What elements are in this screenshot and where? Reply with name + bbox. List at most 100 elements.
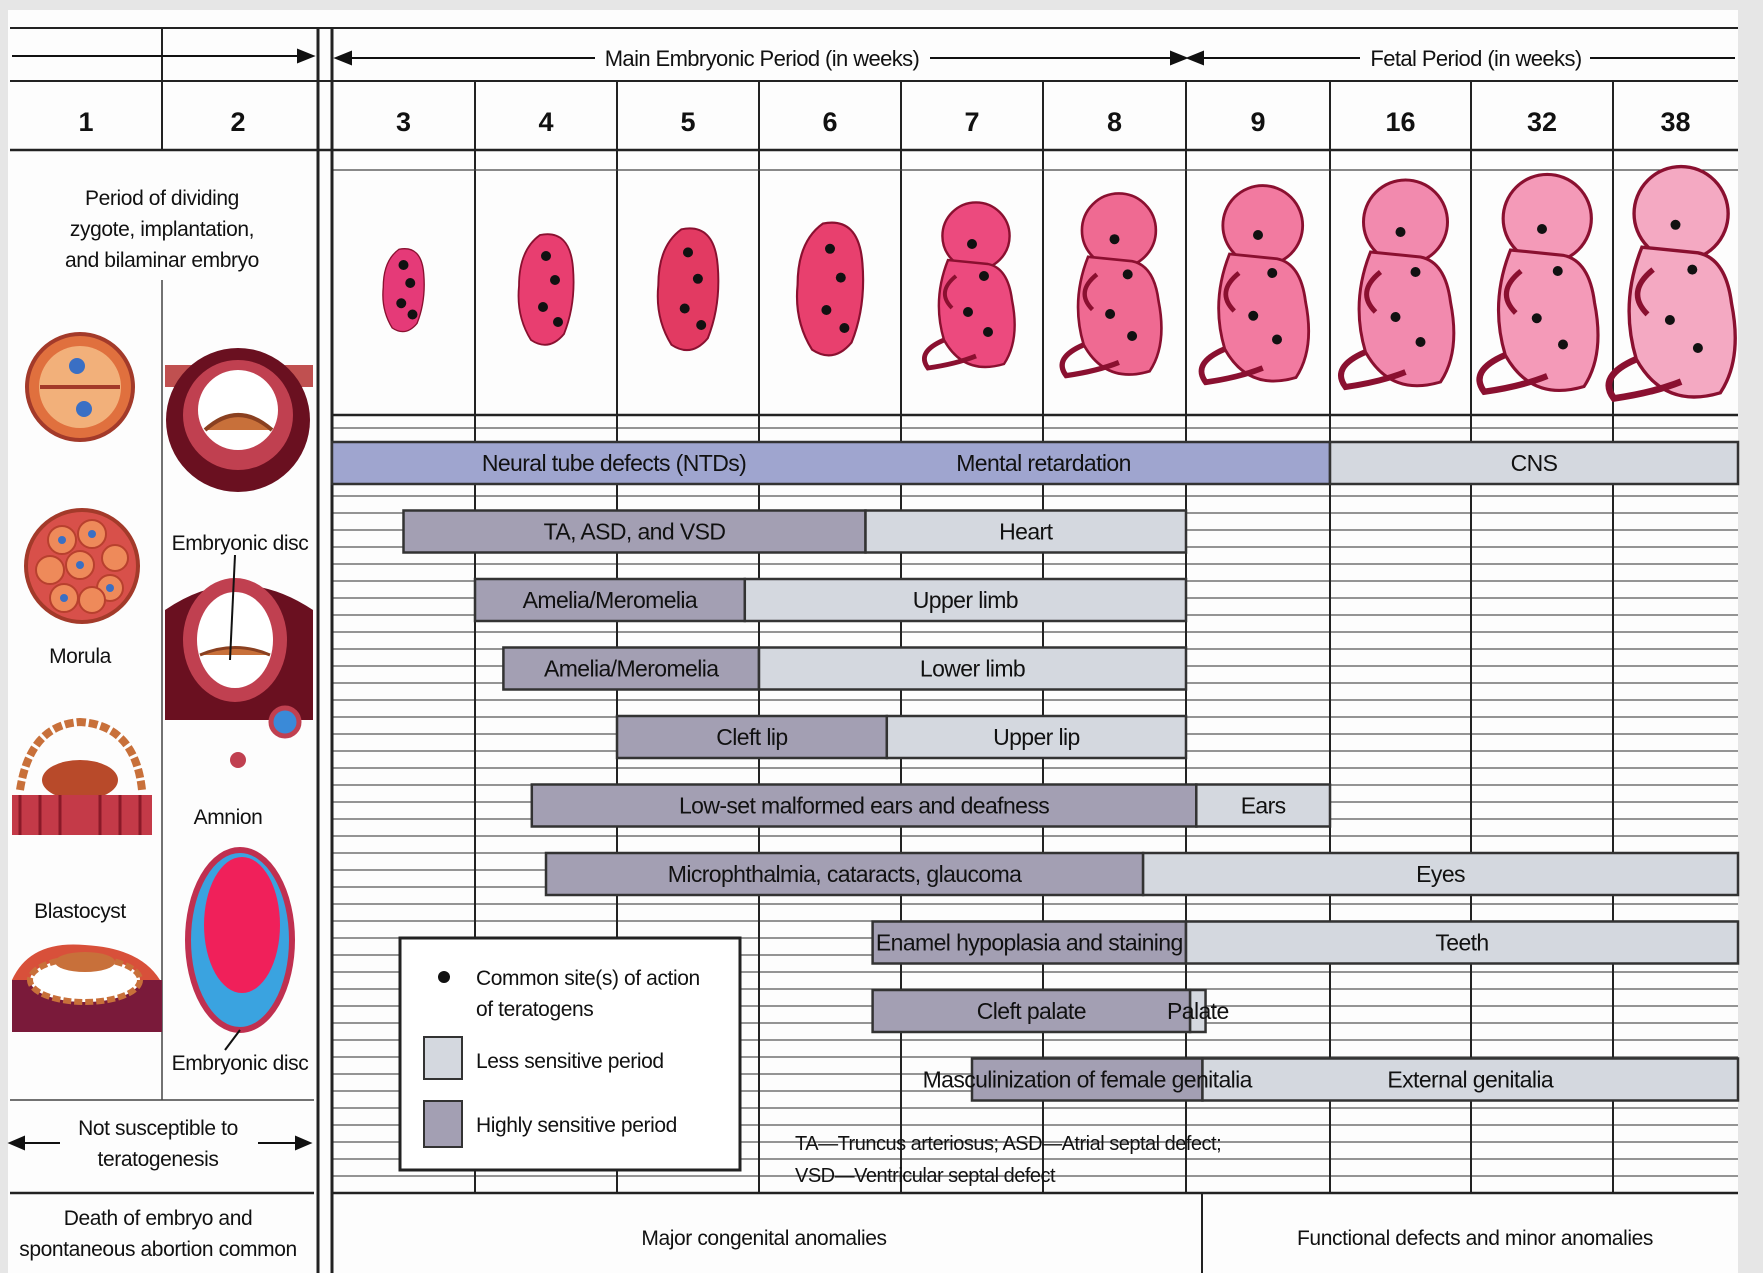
bar-label-high: Amelia/Meromelia [523,587,698,613]
teratogen-site-dot [1537,224,1547,234]
teratogen-site-dot [405,278,415,288]
teratogen-site-dot [1267,268,1277,278]
teratogen-site-dot [553,317,563,327]
legend-high-label: Highly sensitive period [476,1114,677,1137]
bar-label-less: Upper lip [993,724,1080,750]
teratogen-site-dot [1553,266,1563,276]
bar-label-less: External genitalia [1387,1067,1553,1093]
bar-label-less: Palate [1167,998,1229,1024]
teratogen-site-dot [408,310,418,320]
bar-label-high: Cleft palate [977,998,1086,1024]
week-label-16: 16 [1385,107,1415,137]
teratogen-site-dot [693,274,703,284]
teratogen-site-dot [1110,234,1120,244]
teratogen-site-dot [1416,337,1426,347]
bar-label-less: Heart [999,519,1053,545]
period-text-line-3: and bilaminar embryo [65,249,259,272]
teratogen-site-dot [696,320,706,330]
teratogen-site-dot [1687,265,1697,275]
teratogen-site-dot [1123,269,1133,279]
week-label-32: 32 [1527,107,1557,137]
teratogen-site-dot [963,307,973,317]
legend-box: Common site(s) of action of teratogens L… [400,938,740,1170]
fetal-period-label: Fetal Period (in weeks) [1370,46,1581,71]
embryo-week-5 [658,228,719,350]
teratogen-site-dot [399,260,409,270]
embryo-week-3 [383,249,424,332]
teratogen-site-dot [683,247,693,257]
bar-label-less: Eyes [1416,861,1465,887]
teratogen-site-dot [1253,230,1263,240]
less-sensitive-swatch [424,1037,462,1079]
teratogen-site-dot [967,239,977,249]
teratogen-site-dot [1532,313,1542,323]
bar-label-less: Upper limb [913,587,1018,613]
main-embryonic-period-label: Main Embryonic Period (in weeks) [605,46,920,71]
blastocyst-label: Blastocyst [34,900,126,923]
death-text-line-1: Death of embryo and [64,1207,253,1230]
two-cell-zygote-illustration [27,334,133,440]
week-label-9: 9 [1250,107,1265,137]
week-label-38: 38 [1660,107,1690,137]
bar-row-eyes: Microphthalmia, cataracts, glaucoma Eyes [546,853,1738,895]
period-text-line-2: zygote, implantation, [70,218,254,241]
bar-row-external-genitalia: Masculinization of female genitalia Exter… [923,1059,1738,1101]
bar-label-high: Neural tube defects (NTDs) [482,450,746,476]
legend-dot-label-line-1: Common site(s) of action [476,967,700,990]
teratogen-site-dot [1105,309,1115,319]
week-label-4: 4 [538,107,553,137]
teratogen-site-dot [1411,267,1421,277]
abbreviation-line-1: TA—Truncus arteriosus; ASD—Atrial septal… [795,1133,1221,1155]
week-label-1: 1 [78,107,93,137]
teratogen-site-dot [1693,343,1703,353]
bar-row-palate: Cleft palate Palate [873,990,1229,1032]
week-label-6: 6 [822,107,837,137]
amnion-label: Amnion [194,806,263,829]
teratogen-site-dot [1558,340,1568,350]
teratogen-site-dot [541,251,551,261]
teratogen-site-dot [1665,315,1675,325]
week-label-8: 8 [1107,107,1122,137]
not-susceptible-line-2: teratogenesis [98,1148,219,1171]
teratogen-site-dot [550,275,560,285]
bar-label-high: Masculinization of female genitalia [923,1067,1253,1093]
bar-row-upper-limb: Amelia/Meromelia Upper limb [475,579,1186,621]
bar-label-high: Microphthalmia, cataracts, glaucoma [668,861,1022,887]
period-text-line-1: Period of dividing [85,187,239,210]
abbreviation-line-2: VSD—Ventricular septal defect [795,1165,1056,1187]
teratogen-site-dot [538,302,548,312]
teratogen-site-dot [825,244,835,254]
teratogen-site-dot [979,271,989,281]
legend-dot-label-line-2: of teratogens [476,998,593,1021]
death-text-line-2: spontaneous abortion common [19,1238,297,1261]
teratogen-site-dot [1127,331,1137,341]
bar-label-high: TA, ASD, and VSD [544,519,726,545]
teratogen-site-dot [836,273,846,283]
not-susceptible-line-1: Not susceptible to [78,1117,238,1140]
week-label-3: 3 [396,107,411,137]
teratogen-site-dot [680,304,690,314]
teratogen-site-dot [839,323,849,333]
bar-row-heart: TA, ASD, and VSD Heart [404,511,1187,553]
major-anomalies-label: Major congenital anomalies [641,1227,886,1250]
morula-label: Morula [49,645,112,668]
teratogen-site-dot [1671,220,1681,230]
embryo-week-6 [797,223,863,356]
bar-label-less: Teeth [1435,930,1488,956]
teratogen-site-dot [1272,335,1282,345]
week-label-7: 7 [964,107,979,137]
bar-label-high: Low-set malformed ears and deafness [679,793,1049,819]
embryonic-disc-label-2: Embryonic disc [172,1052,309,1075]
bar-row-cns: Neural tube defects (NTDs)Mental retarda… [332,442,1738,484]
bar-label-high: Amelia/Meromelia [544,656,719,682]
bar-row-teeth: Enamel hypoplasia and stainingTeeth [873,922,1738,964]
teratogen-site-dot [1391,312,1401,322]
bar-label-less: CNS [1511,450,1558,476]
legend-less-label: Less sensitive period [476,1050,664,1073]
week-label-2: 2 [230,107,245,137]
embryo-week-4 [519,234,574,345]
